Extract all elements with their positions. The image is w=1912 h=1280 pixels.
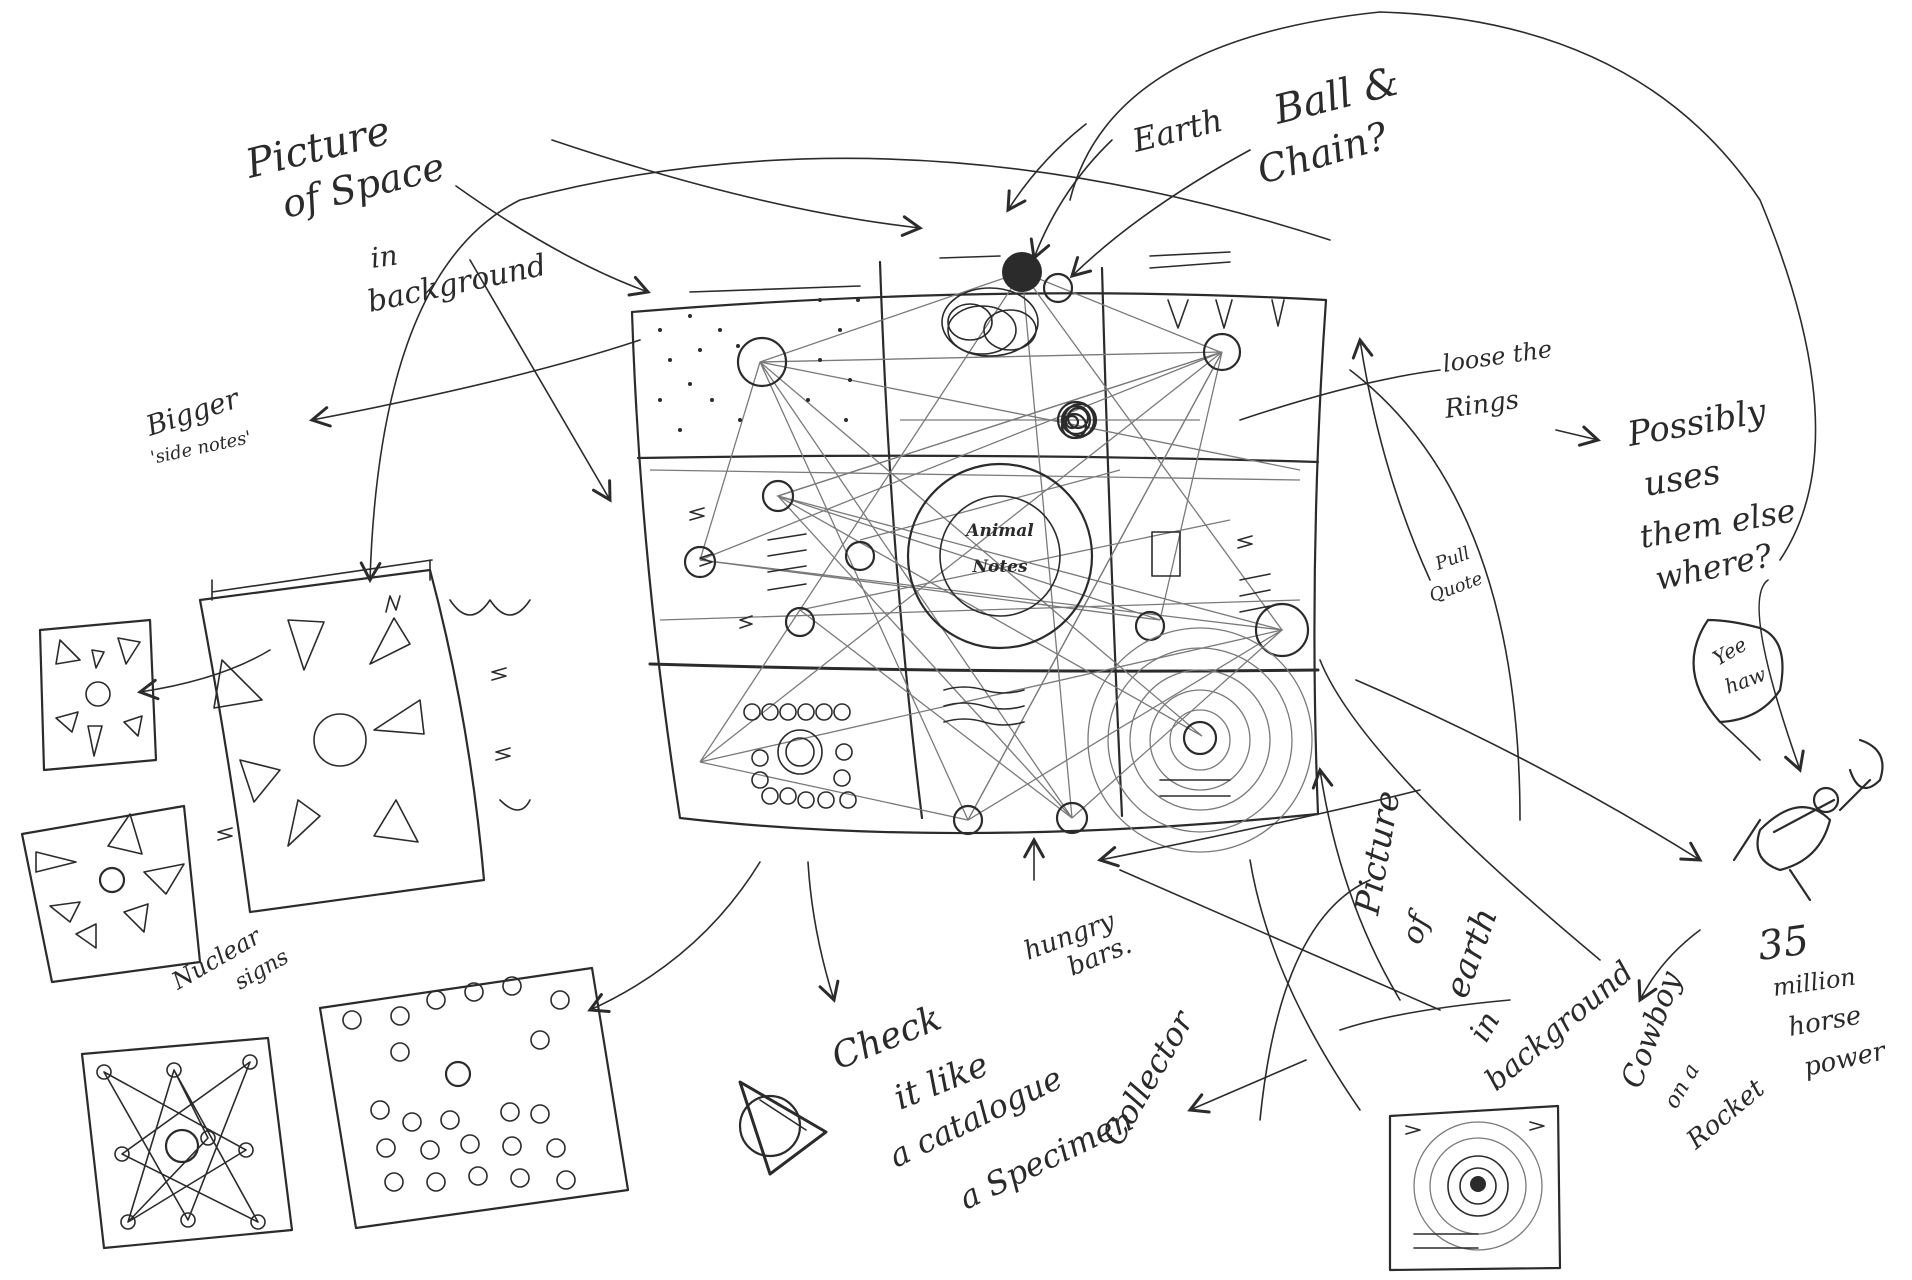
arrow-to-check [808, 862, 834, 1000]
arrow-rings-to-uses [1556, 430, 1598, 440]
note-hp-1: 35 [1755, 917, 1812, 970]
note-hp-4: power [1801, 1036, 1889, 1083]
thumbnail-earth-rings [1390, 1106, 1560, 1270]
arrow-earth-down [1260, 880, 1370, 1120]
node [846, 542, 874, 570]
arrow-ball-chain [1072, 150, 1250, 276]
header-lines [690, 252, 1230, 292]
note-pull-quote-2: Quote [1427, 568, 1486, 607]
node [786, 608, 814, 636]
thumbnail-radial [200, 560, 530, 912]
note-check-5: Collector [1094, 1003, 1202, 1152]
note-picture-earth-3: earth [1437, 903, 1506, 1003]
pyramid-icon [740, 1082, 826, 1174]
thumbnail-grid-circles [320, 968, 628, 1228]
arrow-pull-quote [1360, 340, 1430, 580]
earth-ball [1002, 252, 1042, 292]
arrow-to-cowboy [1356, 680, 1700, 860]
thumbnail-nuclear-2 [22, 806, 200, 982]
arrow-to-collector [1190, 1060, 1306, 1110]
note-yee-2: haw [1722, 662, 1770, 699]
arrow-big-curve-left [370, 158, 1330, 580]
note-possibly-1: Possibly [1624, 391, 1770, 455]
note-picture-space-3: in [368, 238, 399, 274]
arrow-earth-bg [1320, 660, 1600, 960]
earth-cluster [942, 252, 1042, 356]
note-picture-earth-4: in [1463, 1005, 1508, 1048]
note-cowboy-2: on a [1660, 1059, 1705, 1113]
center-circle-inner [940, 496, 1060, 616]
arrow-earth [1034, 140, 1112, 258]
row-divider-top [638, 456, 1318, 462]
arrow-side-notes [312, 340, 640, 420]
arrow-loop-end [1008, 124, 1086, 210]
note-hp-3: horse [1786, 1001, 1864, 1043]
note-earth: Earth [1128, 101, 1227, 160]
arrow-space-down [470, 260, 610, 500]
center-label-line2: Notes [971, 557, 1028, 577]
center-circle-outer [908, 464, 1092, 648]
cowboy-rocket-sketch [1734, 740, 1883, 900]
column-divider-left [880, 262, 922, 818]
note-hp-2: million [1771, 963, 1857, 1002]
side-note-scribbles [690, 300, 1284, 796]
center-feature: Animal Notes [908, 464, 1092, 648]
note-ball-chain-1: Ball & [1268, 58, 1403, 134]
arrow-rings-line [1240, 370, 1440, 420]
row-divider-bottom [650, 664, 1318, 671]
main-layout-sketch: Animal Notes [632, 252, 1326, 852]
earth-scribble-ring [948, 306, 1016, 354]
note-picture-earth-1: Picture [1347, 788, 1408, 919]
thumbnail-network [82, 1038, 292, 1248]
chain-ring-node [1044, 274, 1072, 302]
arrow-to-thumb-1 [140, 650, 270, 692]
arrow-space-to-top [552, 140, 920, 228]
note-pull-quote-1: Pull [1432, 543, 1473, 575]
arrow-to-grid [590, 862, 760, 1010]
arrow-diagonal [1120, 870, 1440, 1010]
node [1184, 722, 1216, 754]
center-label-line1: Animal [964, 521, 1034, 541]
thumbnail-nuclear-1 [40, 620, 156, 770]
note-ball-chain-2: Chain? [1252, 113, 1393, 192]
note-loose-rings-1: loose the [1441, 335, 1554, 378]
note-yee-1: Yee [1709, 632, 1751, 670]
note-possibly-2: uses [1641, 452, 1724, 505]
note-picture-earth-2: of [1395, 905, 1440, 949]
note-loose-rings-2: Rings [1442, 385, 1521, 425]
